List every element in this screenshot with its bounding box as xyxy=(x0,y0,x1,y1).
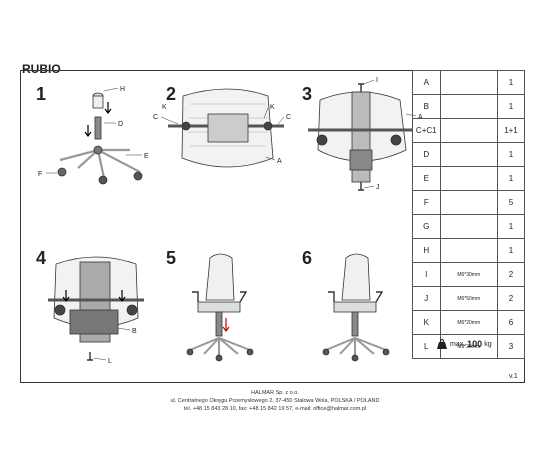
footer-contact: tel. +48 15 843 28 10, fax: +48 15 842 1… xyxy=(183,406,367,412)
step-number-5: 5 xyxy=(166,248,177,268)
callout-k-right: K xyxy=(270,104,275,111)
step-number-2: 2 xyxy=(166,84,177,104)
step-number-6: 6 xyxy=(302,248,313,268)
screw-icon xyxy=(358,83,364,191)
company-footer: HALMAR Sp. z o.o. ul. Centralnego Okręgu… xyxy=(0,389,550,413)
callout-k-left: K xyxy=(162,104,167,111)
chair-base-icon xyxy=(59,92,143,185)
callout-e: E xyxy=(144,153,149,160)
step-number-4: 4 xyxy=(36,248,47,268)
step-number-3: 3 xyxy=(302,84,313,104)
footer-company: HALMAR Sp. z o.o. xyxy=(251,390,299,396)
callout-f: F xyxy=(38,171,42,178)
callout-b: B xyxy=(132,328,137,335)
caster-icon xyxy=(57,167,67,177)
footer-address: ul. Centralnego Okręgu Przemysłowego 2, … xyxy=(170,398,380,404)
callout-c-left: C xyxy=(153,114,158,121)
seat-plate-icon xyxy=(168,88,284,168)
weight-icon xyxy=(437,339,447,349)
callout-a-step2: A xyxy=(277,158,282,165)
callout-c1-right: C xyxy=(286,114,291,121)
callout-h: H xyxy=(120,86,125,93)
version-label: v.1 xyxy=(509,373,518,380)
backrest-icon xyxy=(308,91,412,183)
instruction-frame xyxy=(20,70,525,383)
callout-i: I xyxy=(376,77,378,84)
callout-l: L xyxy=(108,358,112,365)
document-title: RUBIO xyxy=(22,62,61,76)
step-number-1: 1 xyxy=(36,84,47,104)
callout-d: D xyxy=(118,121,123,128)
callout-j: J xyxy=(376,184,380,191)
